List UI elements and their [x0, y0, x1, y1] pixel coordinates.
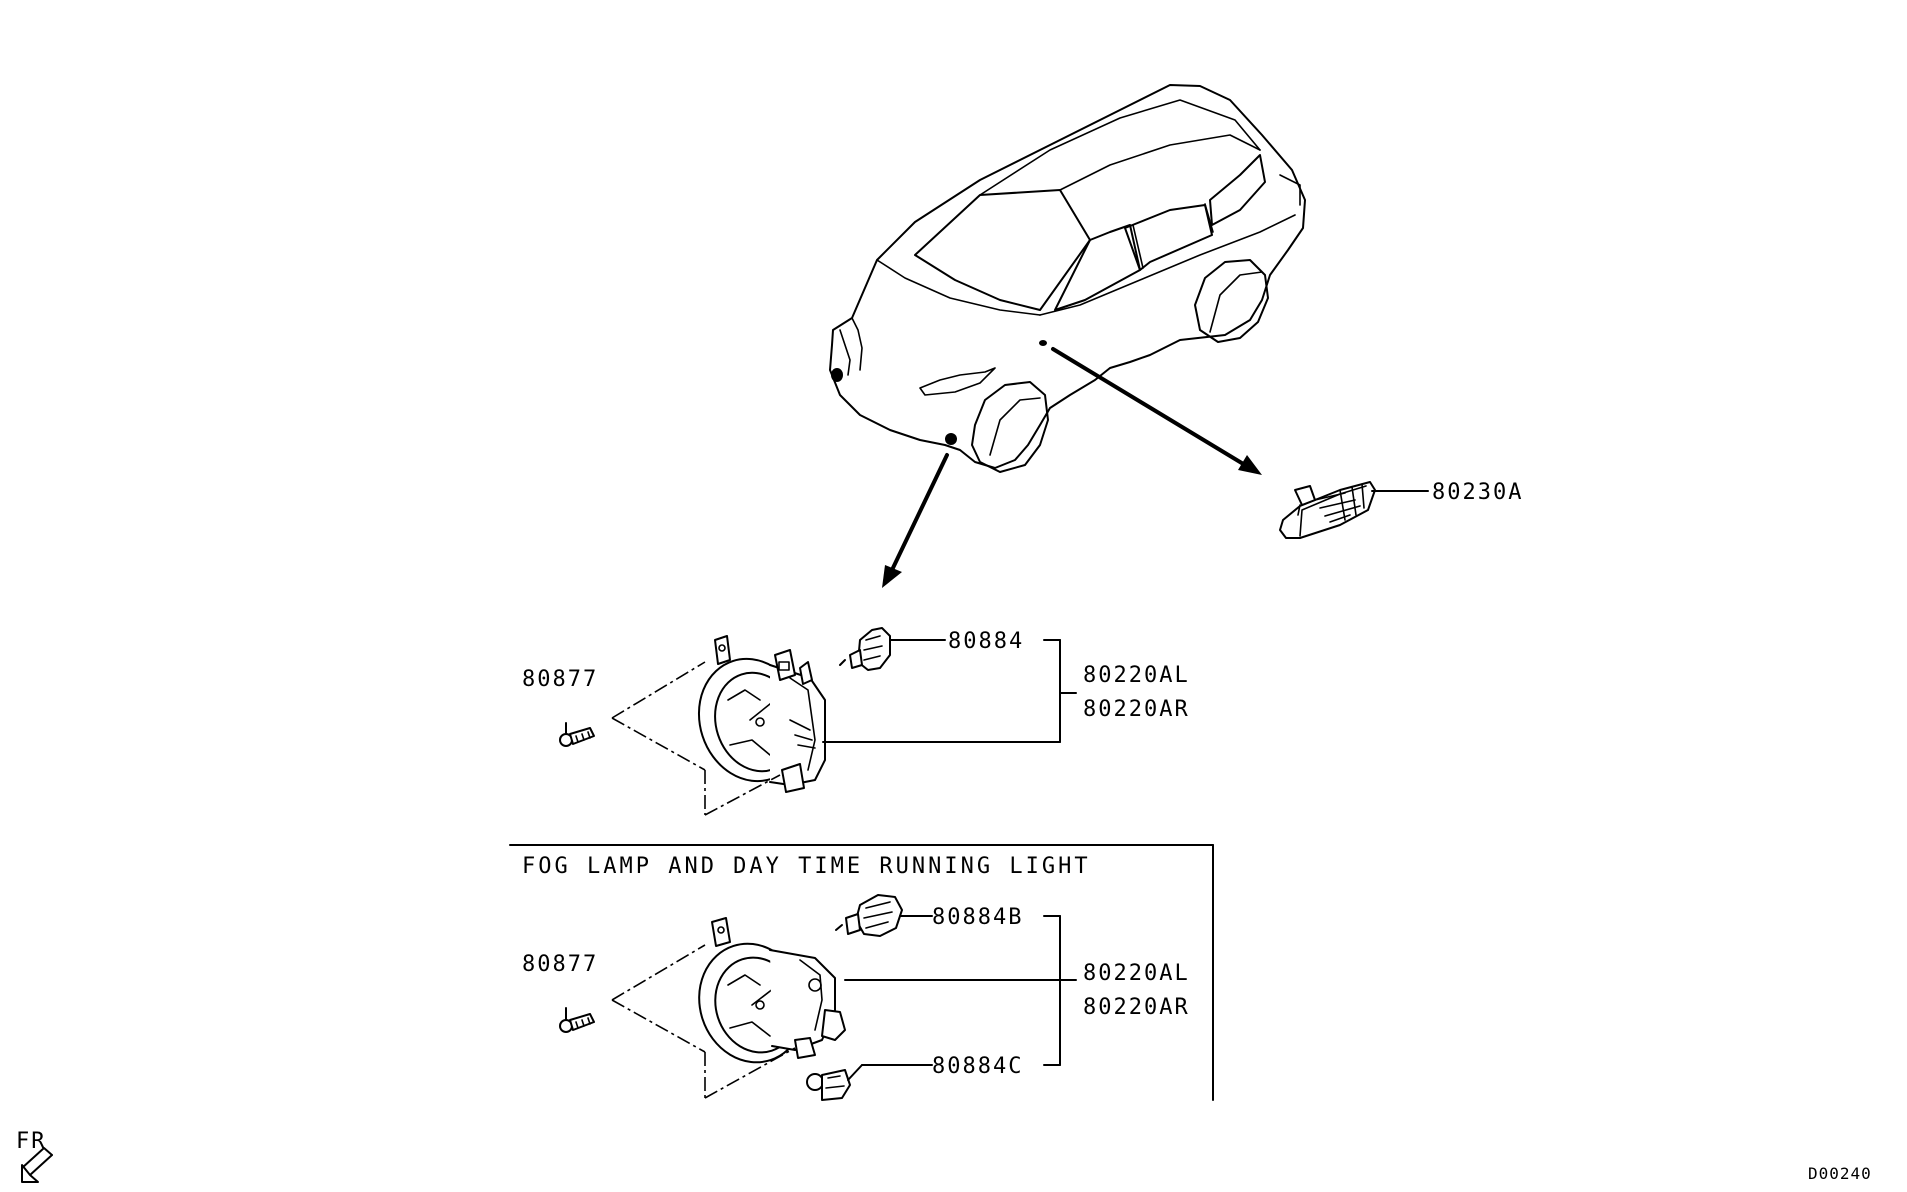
label-fog-lamp-left: 80220AL	[1083, 663, 1190, 688]
fog-lamp-assembly	[697, 635, 826, 793]
direction-label: FR	[16, 1129, 47, 1154]
label-fog-bulb: 80884	[948, 629, 1024, 654]
label-drl-bulb-upper: 80884B	[932, 905, 1023, 930]
fog-bulb	[839, 627, 891, 671]
label-drl-bulb-lower: 80884C	[932, 1054, 1023, 1079]
diagram-code: D00240	[1808, 1164, 1872, 1183]
drl-bulb-lower	[806, 1069, 851, 1101]
drl-bulb-upper	[835, 894, 903, 937]
callout-arrows	[882, 347, 1262, 588]
label-screw-lower: 80877	[522, 952, 598, 977]
front-direction-arrow-icon	[21, 1147, 53, 1183]
label-drl-lamp-right: 80220AR	[1083, 995, 1190, 1020]
drl-fog-lamp-assembly	[698, 917, 846, 1064]
label-screw-upper: 80877	[522, 667, 598, 692]
section-caption: FOG LAMP AND DAY TIME RUNNING LIGHT	[522, 854, 1091, 879]
label-drl-lamp-left: 80220AL	[1083, 961, 1190, 986]
label-side-marker: 80230A	[1432, 480, 1523, 505]
vehicle-illustration	[829, 84, 1306, 473]
label-fog-lamp-right: 80220AR	[1083, 697, 1190, 722]
screw-upper	[559, 727, 595, 747]
section-frame	[509, 844, 1214, 1101]
side-marker-lamp	[1279, 481, 1376, 539]
